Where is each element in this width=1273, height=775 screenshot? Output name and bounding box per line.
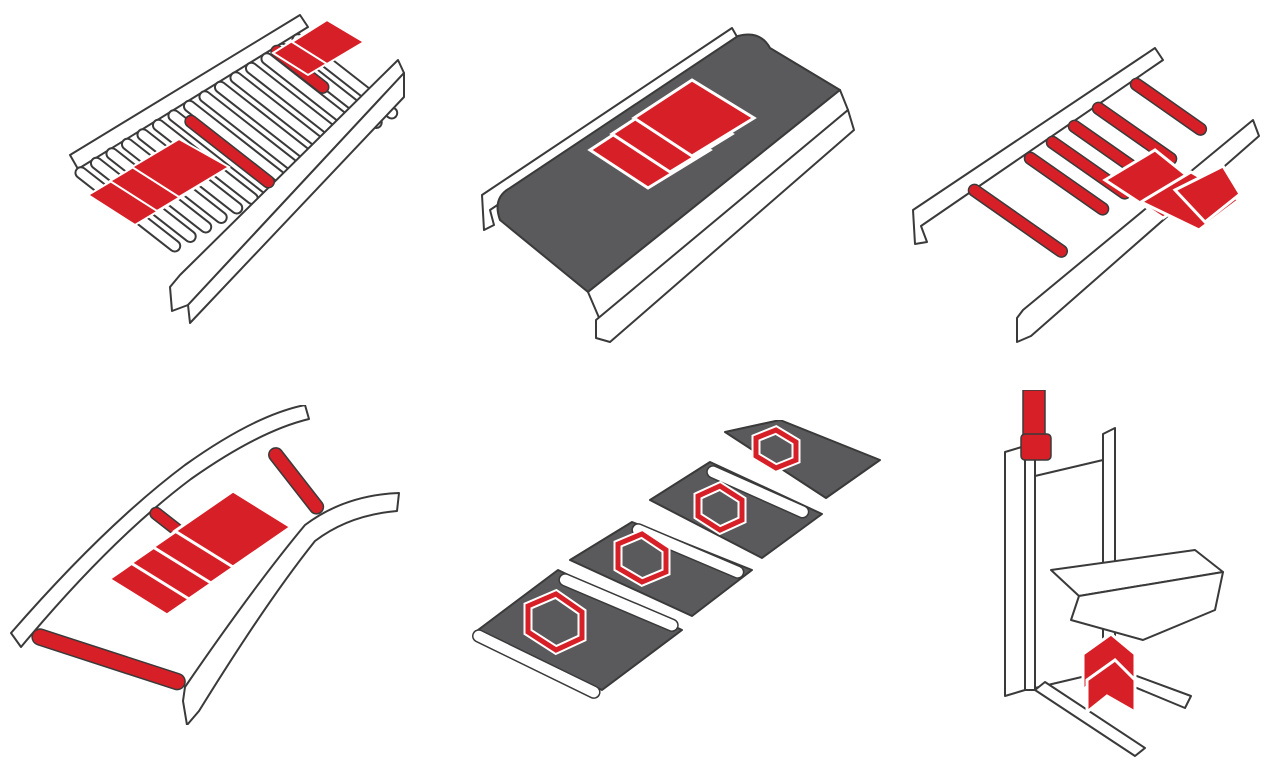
belt-conveyor-drawing [470, 20, 870, 350]
curve-conveyor-icon [5, 405, 405, 725]
modular-belt-drawing [470, 420, 890, 750]
belt-conveyor-icon [470, 20, 870, 350]
roller-conveyor-icon [40, 5, 420, 325]
curve-conveyor-drawing [5, 405, 405, 725]
accumulation-conveyor-icon [905, 30, 1270, 350]
accumulation-conveyor-drawing [905, 30, 1270, 350]
vertical-lift-drawing [995, 390, 1265, 770]
roller-conveyor-drawing [40, 5, 420, 325]
vertical-lift-icon [995, 390, 1265, 770]
modular-belt-icon [470, 420, 890, 750]
